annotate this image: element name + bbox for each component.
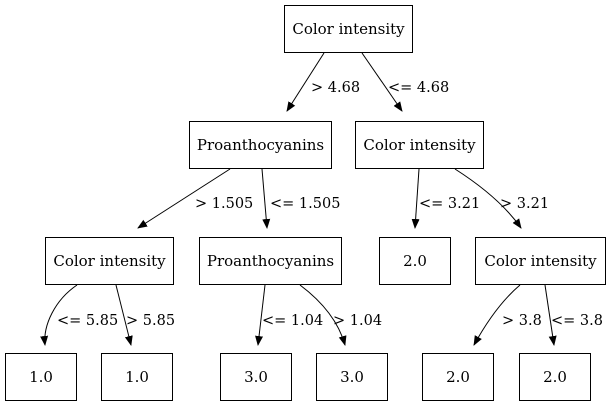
node-label: Color intensity [292, 20, 405, 38]
edge-label: <= 1.505 [270, 196, 340, 212]
edge-proanthocyanins-to-leaf-3b [299, 284, 347, 346]
edge-labels: > 4.68 <= 4.68 > 1.505 <= 1.505 <= 3.21 … [57, 80, 603, 329]
edge-color-intensity-to-color-intensity [454, 168, 522, 229]
edge-color-intensity-to-leaf-1a [40, 284, 78, 346]
edge-label: <= 5.85 [57, 313, 118, 329]
edge-label: > 1.505 [195, 196, 253, 212]
edge-root-to-proanthocyanins [286, 52, 325, 112]
edge-label: > 3.21 [500, 196, 549, 212]
node-label: Proanthocyanins [197, 136, 324, 154]
node-label: 1.0 [125, 368, 149, 386]
edge-label: <= 4.68 [388, 80, 449, 96]
edge-label: > 1.04 [333, 313, 382, 329]
tree-node-root: Color intensity [284, 5, 413, 53]
node-label: 1.0 [29, 368, 53, 386]
tree-node-proanthocyanins: Proanthocyanins [189, 121, 332, 169]
node-label: Color intensity [363, 136, 476, 154]
edge-label: > 3.8 [502, 313, 542, 329]
edge-color-intensity-to-leaf-1b [115, 284, 133, 346]
edge-root-to-color-intensity-right [361, 52, 403, 112]
tree-node-leaf: 1.0 [5, 353, 77, 401]
tree-node-color-intensity: Color intensity [475, 237, 606, 285]
edge-proanthocyanins-to-leaf-3a [255, 284, 266, 346]
tree-node-leaf: 3.0 [316, 353, 388, 401]
edge-color-intensity-to-leaf-2b [544, 284, 557, 346]
tree-node-leaf: 2.0 [379, 237, 451, 285]
tree-node-leaf: 2.0 [422, 353, 494, 401]
node-label: 2.0 [543, 368, 567, 386]
tree-node-leaf: 2.0 [519, 353, 591, 401]
edge-label: <= 1.04 [262, 313, 323, 329]
edge-label: > 4.68 [311, 80, 360, 96]
edge-label: <= 3.8 [551, 313, 603, 329]
edge-proanthocyanins-to-proanthocyanins [261, 168, 271, 229]
node-label: Color intensity [484, 252, 597, 270]
tree-node-leaf: 3.0 [220, 353, 292, 401]
tree-node-color-intensity: Color intensity [45, 237, 174, 285]
tree-node-leaf: 1.0 [101, 353, 173, 401]
node-label: 3.0 [340, 368, 364, 386]
tree-node-color-intensity: Color intensity [355, 121, 484, 169]
edge-label: > 5.85 [126, 313, 175, 329]
node-label: Proanthocyanins [207, 252, 334, 270]
node-label: 3.0 [244, 368, 268, 386]
tree-node-proanthocyanins: Proanthocyanins [199, 237, 342, 285]
node-label: 2.0 [446, 368, 470, 386]
nodes: Color intensity Proanthocyanins Color in… [5, 5, 606, 401]
edge-label: <= 3.21 [419, 196, 480, 212]
node-label: Color intensity [53, 252, 166, 270]
edges [40, 52, 557, 346]
edge-proanthocyanins-to-color-intensity [137, 168, 231, 229]
node-label: 2.0 [403, 252, 427, 270]
edge-color-intensity-to-leaf-2a [473, 284, 521, 346]
edge-color-intensity-to-leaf-2 [411, 168, 420, 229]
